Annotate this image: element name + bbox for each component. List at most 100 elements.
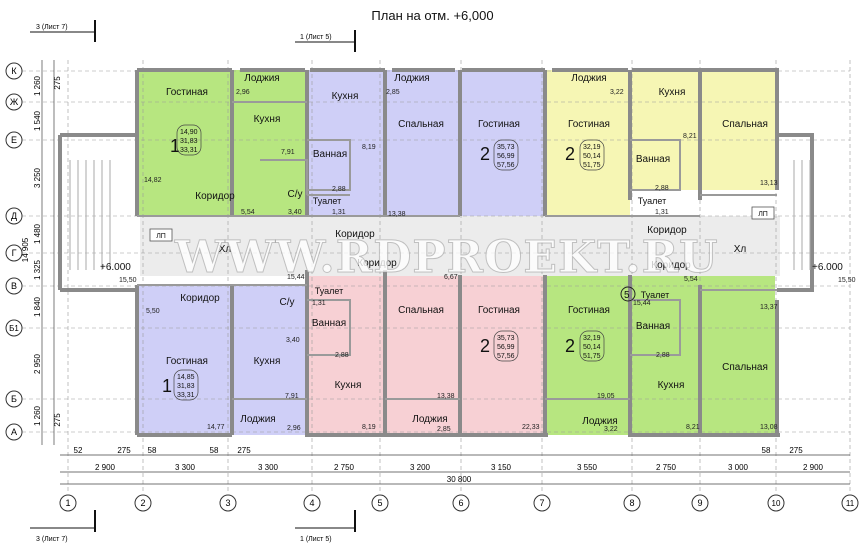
room-label: Туалет bbox=[313, 196, 341, 206]
sheet-ref-bottom-center: 1 (Лист 5) bbox=[300, 536, 332, 543]
area-value: 2,96 bbox=[236, 89, 250, 96]
room-label: Коридор bbox=[335, 229, 375, 240]
apartment-area: 33,31 bbox=[180, 147, 198, 154]
apartment-area: 14,90 bbox=[180, 129, 198, 136]
area-value: 13,38 bbox=[388, 211, 406, 218]
area-value: 5,54 bbox=[684, 276, 698, 283]
sheet-ref-top-left: 3 (Лист 7) bbox=[36, 24, 68, 31]
room-label: Гостиная bbox=[166, 356, 208, 367]
axis-label-a: А bbox=[11, 427, 17, 437]
apartment-number: 1 bbox=[170, 136, 180, 156]
level-mark-left: +6.000 bbox=[100, 262, 131, 273]
room-label: Гостиная bbox=[166, 87, 208, 98]
dim-left: 1 325 bbox=[33, 259, 42, 280]
dim-small: 58 bbox=[210, 446, 219, 455]
room-label: Ванная bbox=[636, 321, 670, 332]
dim-small: 275 bbox=[789, 446, 803, 455]
area-value: 2,85 bbox=[437, 426, 451, 433]
room-label: Кухня bbox=[659, 87, 686, 98]
axis-label-k: К bbox=[11, 66, 17, 76]
dim-bottom: 3 550 bbox=[577, 463, 598, 472]
axis-label-6: 6 bbox=[458, 498, 463, 508]
dim-left: 1 260 bbox=[33, 75, 42, 96]
bottom-dimension-labels: 52 275 58 58 275 58 275 2 900 3 300 3 30… bbox=[60, 446, 850, 485]
room-label: Ванная bbox=[636, 154, 670, 165]
axis-label-5: 5 bbox=[377, 498, 382, 508]
dim-bottom: 3 200 bbox=[410, 463, 431, 472]
area-value: 2,88 bbox=[332, 186, 346, 193]
apartment-area: 56,99 bbox=[497, 344, 515, 351]
room-label: Туалет bbox=[638, 196, 666, 206]
dim-small: 52 bbox=[74, 446, 83, 455]
dim-bottom: 3 300 bbox=[175, 463, 196, 472]
axis-label-7: 7 bbox=[539, 498, 544, 508]
room-label: Коридор bbox=[647, 225, 687, 236]
room-label: Кухня bbox=[332, 91, 359, 102]
axis-label-9: 9 bbox=[697, 498, 702, 508]
room-label: Хл bbox=[219, 244, 232, 255]
room-label: Спальная bbox=[722, 362, 768, 373]
area-value: 6,67 bbox=[444, 274, 458, 281]
dim-bottom: 2 900 bbox=[95, 463, 116, 472]
area-value: 22,33 bbox=[522, 424, 540, 431]
dim-small: 58 bbox=[148, 446, 157, 455]
area-value: 8,21 bbox=[686, 424, 700, 431]
area-value: 15,44 bbox=[287, 274, 305, 281]
area-value: 3,40 bbox=[286, 337, 300, 344]
area-value: 14,82 bbox=[144, 177, 162, 184]
apartment-marker: 5 bbox=[624, 290, 630, 301]
room-label: Спальная bbox=[722, 119, 768, 130]
room-label: Гостиная bbox=[568, 119, 610, 130]
area-labels: 2,96 7,91 14,82 5,54 3,40 2,85 8,19 2,88… bbox=[119, 89, 856, 433]
room-label: Гостиная bbox=[478, 305, 520, 316]
inner-partitions bbox=[137, 101, 777, 400]
axis-label-d: Д bbox=[11, 211, 17, 221]
axis-label-3: 3 bbox=[225, 498, 230, 508]
area-value: 15,50 bbox=[119, 277, 137, 284]
room-label: Туалет bbox=[641, 290, 669, 300]
area-value: 13,13 bbox=[760, 180, 778, 187]
dim-total: 30 800 bbox=[447, 475, 472, 484]
area-value: 2,85 bbox=[386, 89, 400, 96]
area-value: 3,22 bbox=[610, 89, 624, 96]
dim-left: 1 840 bbox=[33, 296, 42, 317]
axis-label-8: 8 bbox=[629, 498, 634, 508]
sheet-ref-top-center: 1 (Лист 5) bbox=[300, 34, 332, 41]
dim-small: 275 bbox=[117, 446, 131, 455]
stair-hatching bbox=[69, 160, 811, 270]
room-label: Лоджия bbox=[412, 414, 447, 425]
room-label: Кухня bbox=[335, 380, 362, 391]
apartment-number: 2 bbox=[480, 144, 490, 164]
axis-label-4: 4 bbox=[309, 498, 314, 508]
dim-left: 1 480 bbox=[33, 223, 42, 244]
dim-bottom: 2 900 bbox=[803, 463, 824, 472]
room-label: Кухня bbox=[254, 356, 281, 367]
plan-title: План на отм. +6,000 bbox=[371, 8, 494, 23]
room-label: Коридор bbox=[180, 293, 220, 304]
apartment-number: 2 bbox=[565, 336, 575, 356]
area-value: 15,50 bbox=[838, 277, 856, 284]
sheet-reference-markers bbox=[30, 20, 356, 532]
dim-bottom: 2 750 bbox=[334, 463, 355, 472]
apartment-area: 51,75 bbox=[583, 162, 601, 169]
left-dimension-labels: 275 1 260 1 540 3 250 1 480 14 905 1 325… bbox=[21, 60, 62, 445]
dim-left: 1 540 bbox=[33, 110, 42, 131]
room-label: С/у bbox=[288, 189, 303, 200]
sheet-ref-bottom-left: 3 (Лист 7) bbox=[36, 536, 68, 543]
apartment-tags: 1 14,90 31,83 33,31 2 35,73 56,99 57,56 … bbox=[162, 124, 636, 401]
area-value: 15,44 bbox=[633, 300, 651, 307]
area-value: 3,22 bbox=[604, 426, 618, 433]
axis-label-b: Б bbox=[11, 394, 17, 404]
watermark: WWW.RDPROEKT.RU bbox=[175, 232, 719, 284]
axis-label-2: 2 bbox=[140, 498, 145, 508]
area-value: 8,21 bbox=[683, 133, 697, 140]
area-value: 3,40 bbox=[288, 209, 302, 216]
apartment-area: 31,83 bbox=[180, 138, 198, 145]
area-value: 2,88 bbox=[335, 352, 349, 359]
number-axis-bubbles: 1 2 3 4 5 6 7 8 9 10 11 bbox=[59, 494, 859, 512]
apartment-area: 50,14 bbox=[583, 344, 601, 351]
dim-bottom: 3 150 bbox=[491, 463, 512, 472]
dim-bottom: 3 300 bbox=[258, 463, 279, 472]
room-label: Гостиная bbox=[478, 119, 520, 130]
apartment-area: 57,56 bbox=[497, 353, 515, 360]
